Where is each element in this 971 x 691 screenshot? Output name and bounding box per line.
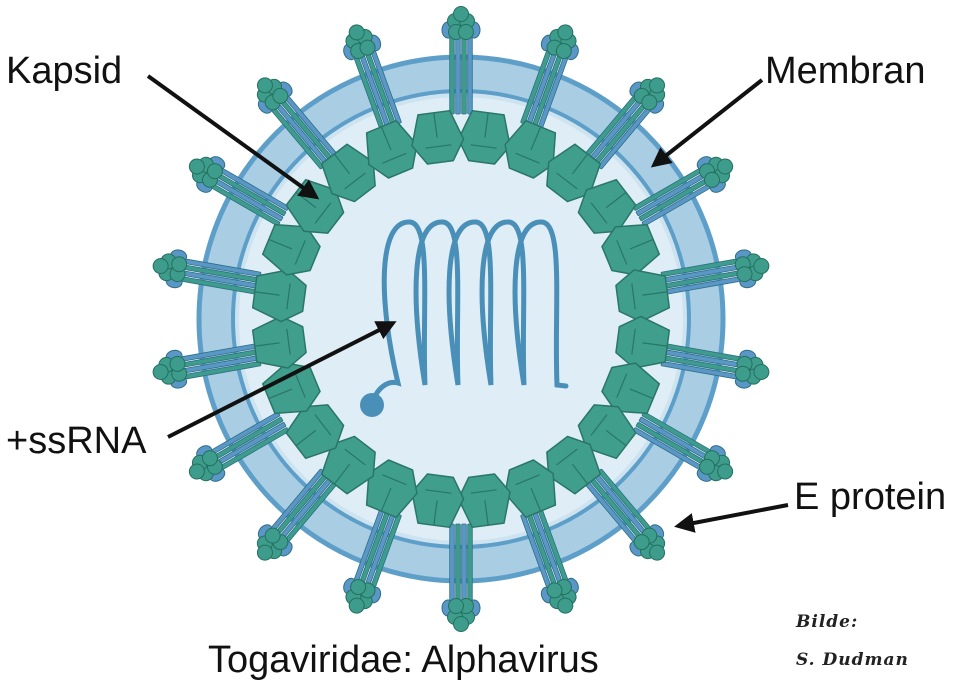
- rna-arrow: [167, 321, 397, 439]
- capsid-arrow: [146, 74, 320, 200]
- e-protein-spike: [441, 523, 481, 632]
- e-protein-label: E protein: [794, 476, 947, 518]
- e-protein-spike: [188, 156, 290, 227]
- membrane-arrow: [650, 78, 764, 168]
- capsid-protein: [411, 109, 465, 165]
- e-protein-spike: [256, 468, 338, 561]
- e-protein-spike: [520, 507, 579, 614]
- capsid-protein: [457, 473, 511, 529]
- e-protein-spike: [632, 156, 734, 227]
- credit-line-1: Bilde:: [796, 612, 859, 632]
- capsid-protein: [504, 119, 557, 179]
- e-protein-spikes: [152, 6, 770, 632]
- e-protein-spike: [441, 6, 481, 115]
- e-protein-spike: [584, 468, 666, 561]
- capsid-proteins: [251, 109, 671, 529]
- e-protein-spike: [660, 249, 770, 295]
- e-protein-spike: [584, 77, 666, 170]
- capsid-protein: [285, 404, 345, 460]
- membrane-label: Membran: [765, 50, 926, 92]
- capsid-label: Kapsid: [6, 50, 123, 92]
- capsid-protein: [577, 178, 637, 234]
- e-protein-spike: [660, 343, 770, 389]
- e-protein-spike: [152, 249, 262, 295]
- e-protein-spike: [343, 507, 402, 614]
- rna-label: +ssRNA: [6, 420, 147, 462]
- e-protein-spike: [343, 24, 402, 131]
- e-protein-spike: [152, 343, 262, 389]
- e-protein-spike: [520, 24, 579, 131]
- virus-interior: [239, 97, 683, 541]
- capsid-protein: [601, 362, 661, 415]
- e-protein-spike: [632, 411, 734, 482]
- e-protein-spike: [256, 77, 338, 170]
- rna-end-dot: [360, 393, 384, 417]
- caption: Togaviridae: Alphavirus: [208, 639, 599, 681]
- protein-arrow: [674, 503, 789, 533]
- e-protein-spike: [188, 411, 290, 482]
- rna-strand: [369, 219, 569, 408]
- credit-line-2: S. Dudman: [796, 650, 909, 670]
